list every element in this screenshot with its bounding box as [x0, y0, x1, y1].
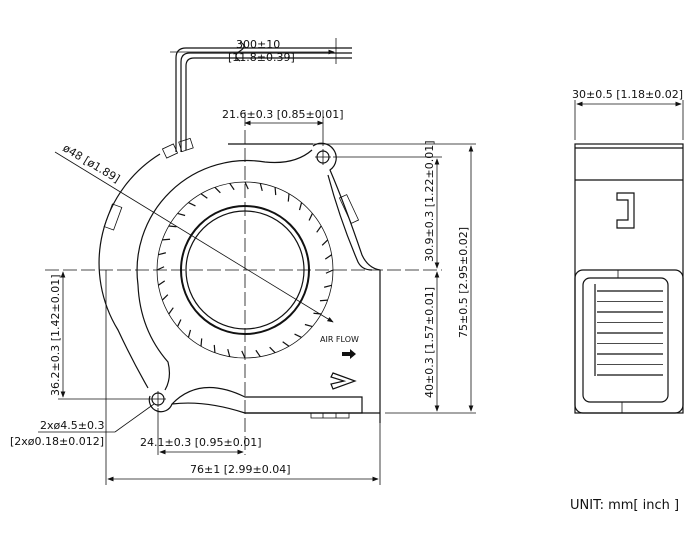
impeller-diameter-label: ø48 [ø1.89]	[60, 141, 122, 185]
blade	[321, 239, 329, 246]
blade	[298, 202, 303, 211]
blade	[324, 254, 333, 260]
center-to-bottom-label: 40±0.3 [1.57±0.01]	[423, 287, 436, 398]
blade	[259, 183, 263, 192]
blade	[308, 213, 313, 221]
blade	[274, 187, 277, 196]
flow-chevron	[330, 372, 357, 390]
overall-height-label: 75±0.5 [2.95±0.02]	[457, 227, 470, 338]
fan-housing	[98, 142, 381, 423]
blade	[323, 284, 332, 288]
blade	[229, 182, 235, 191]
latch-slot	[616, 192, 635, 229]
blade	[177, 212, 186, 217]
blade	[213, 344, 216, 353]
blade	[241, 350, 246, 359]
hole-diameter-label: 2xø4.5±0.3	[40, 419, 104, 432]
blade	[168, 225, 177, 228]
air-flow-arrow-icon	[342, 349, 356, 359]
side-view: 30±0.5 [1.18±0.02]	[572, 88, 684, 414]
blade	[269, 346, 276, 354]
cable	[161, 41, 352, 159]
blade	[304, 323, 313, 328]
blade	[168, 307, 174, 315]
blade	[200, 193, 208, 199]
hole-offset-top-label: 21.6±0.3 [0.85±0.01]	[222, 108, 343, 121]
unit-label: UNIT: mm[ inch ]	[570, 498, 679, 513]
blade	[156, 266, 165, 271]
hub-outer	[180, 205, 310, 335]
blade	[158, 252, 167, 256]
cable-length-label: 300±10	[236, 38, 280, 51]
center-to-hole-bottom-label: 36.2±0.3 [1.42±0.01]	[49, 275, 62, 396]
blade	[255, 349, 261, 358]
blade	[319, 299, 328, 302]
blade	[294, 333, 302, 338]
blade	[162, 238, 171, 241]
blade	[177, 319, 182, 327]
blade	[157, 280, 166, 286]
impeller-blades	[156, 181, 334, 359]
hub-inner	[185, 210, 305, 330]
hole-offset-bottom-label: 24.1±0.3 [0.95±0.01]	[140, 436, 261, 449]
air-flow-label: AIR FLOW	[320, 335, 359, 344]
impeller-ring	[156, 181, 334, 359]
cable-length-inch-label: [11.8±0.39]	[228, 51, 295, 64]
overall-width-label: 76±1 [2.99±0.04]	[190, 463, 291, 476]
blade	[287, 193, 290, 202]
hole-diameter-inch-label: [2xø0.18±0.012]	[10, 435, 104, 448]
hole-to-center-label: 30.9±0.3 [1.22±0.01]	[423, 141, 436, 262]
blade	[316, 225, 322, 233]
blade	[161, 294, 169, 301]
blade	[188, 202, 196, 207]
blade	[214, 186, 221, 194]
blade	[227, 348, 231, 357]
thickness-label: 30±0.5 [1.18±0.02]	[572, 88, 683, 101]
blade	[325, 269, 334, 274]
blade	[187, 329, 192, 338]
diameter-leader	[54, 151, 334, 323]
blade	[200, 338, 203, 347]
outlet-fins	[594, 284, 663, 376]
blade	[244, 181, 249, 190]
blade	[282, 341, 290, 347]
